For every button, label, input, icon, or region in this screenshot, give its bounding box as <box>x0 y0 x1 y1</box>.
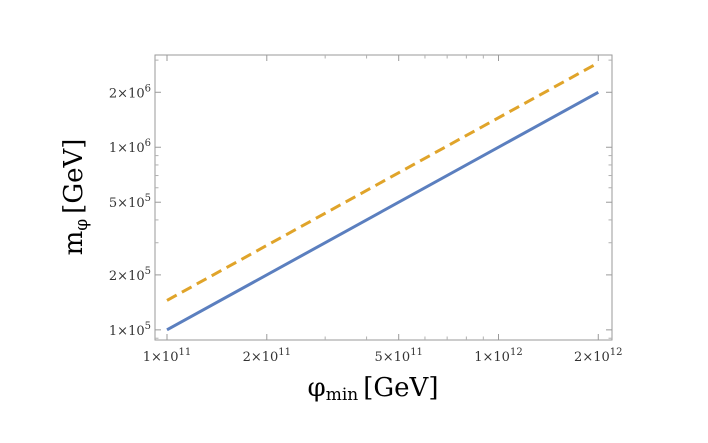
plot-frame <box>154 54 613 341</box>
y-tick-label: 5×105 <box>109 193 151 211</box>
x-tick-label: 5×1011 <box>374 347 422 365</box>
y-axis-label: mφ[GeV] <box>59 139 92 256</box>
solid-series-line <box>166 90 600 332</box>
tick-labels: 1×1011 2×1011 5×1011 1×1012 2×1012 1×105 2×105… <box>109 83 623 365</box>
y-tick-label: 1×106 <box>109 138 151 156</box>
y-tick-label: 2×106 <box>109 83 151 101</box>
dashed-series-line <box>166 61 600 302</box>
y-tick-label: 2×105 <box>109 266 151 284</box>
x-axis-label: φmin[GeV] <box>308 373 439 405</box>
x-tick-label: 2×1012 <box>574 347 622 365</box>
ticks <box>155 55 612 340</box>
x-tick-label: 2×1011 <box>243 347 291 365</box>
y-tick-label: 1×105 <box>109 321 151 339</box>
series-layer <box>166 61 600 332</box>
x-tick-label: 1×1012 <box>474 347 522 365</box>
x-tick-label: 1×1011 <box>143 347 191 365</box>
